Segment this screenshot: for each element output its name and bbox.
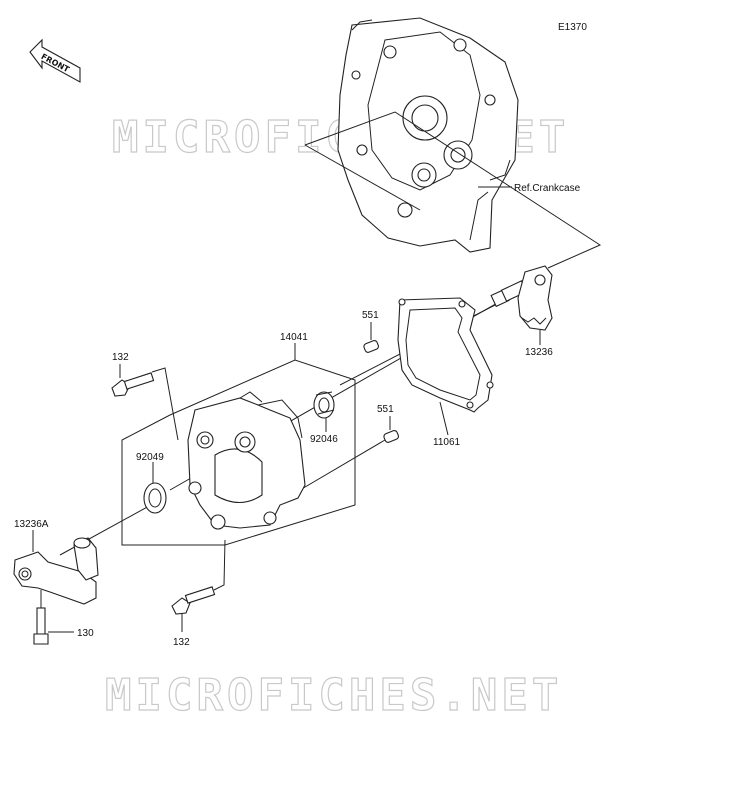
part-label-92049: 92049 <box>136 452 164 463</box>
part-label-132-upper: 132 <box>112 352 129 363</box>
crankcase-illustration <box>337 17 519 253</box>
bolt-132-lower <box>171 586 216 615</box>
axis-bolt-lower <box>213 539 226 591</box>
bolt-132-upper <box>111 372 155 397</box>
front-arrow-icon: FRONT <box>29 38 81 83</box>
pump-housing <box>187 391 306 530</box>
part-label-132-lower: 132 <box>173 637 190 648</box>
watermark-bottom: MICROFICHES.NET <box>105 670 562 721</box>
group-bracket-14041 <box>121 359 356 546</box>
part-label-551-lower: 551 <box>377 404 394 415</box>
gasket-11061 <box>397 297 494 413</box>
axis-bolt-upper <box>151 367 179 441</box>
ref-plane-line <box>304 111 602 269</box>
part-label-11061: 11061 <box>433 437 461 448</box>
ref-plane-line-2 <box>304 144 421 211</box>
bearing-92046 <box>313 391 335 419</box>
part-label-13236A: 13236A <box>14 519 49 530</box>
shaft-13236 <box>490 265 553 331</box>
ref-crankcase-label: Ref.Crankcase <box>514 183 581 194</box>
lever-13236A <box>13 537 99 605</box>
diagram-code: E1370 <box>558 22 587 33</box>
part-label-14041: 14041 <box>280 332 308 343</box>
part-label-92046: 92046 <box>310 434 338 445</box>
bolt-130 <box>33 607 49 645</box>
leader-11061 <box>439 401 449 436</box>
dowel-pin-551-lower <box>383 430 400 443</box>
part-label-13236: 13236 <box>525 347 553 358</box>
seal-92049 <box>143 482 167 514</box>
axis-line-pin <box>299 439 386 491</box>
dowel-pin-551-upper <box>363 340 380 353</box>
part-label-551-upper: 551 <box>362 310 379 321</box>
part-label-130: 130 <box>77 628 94 639</box>
